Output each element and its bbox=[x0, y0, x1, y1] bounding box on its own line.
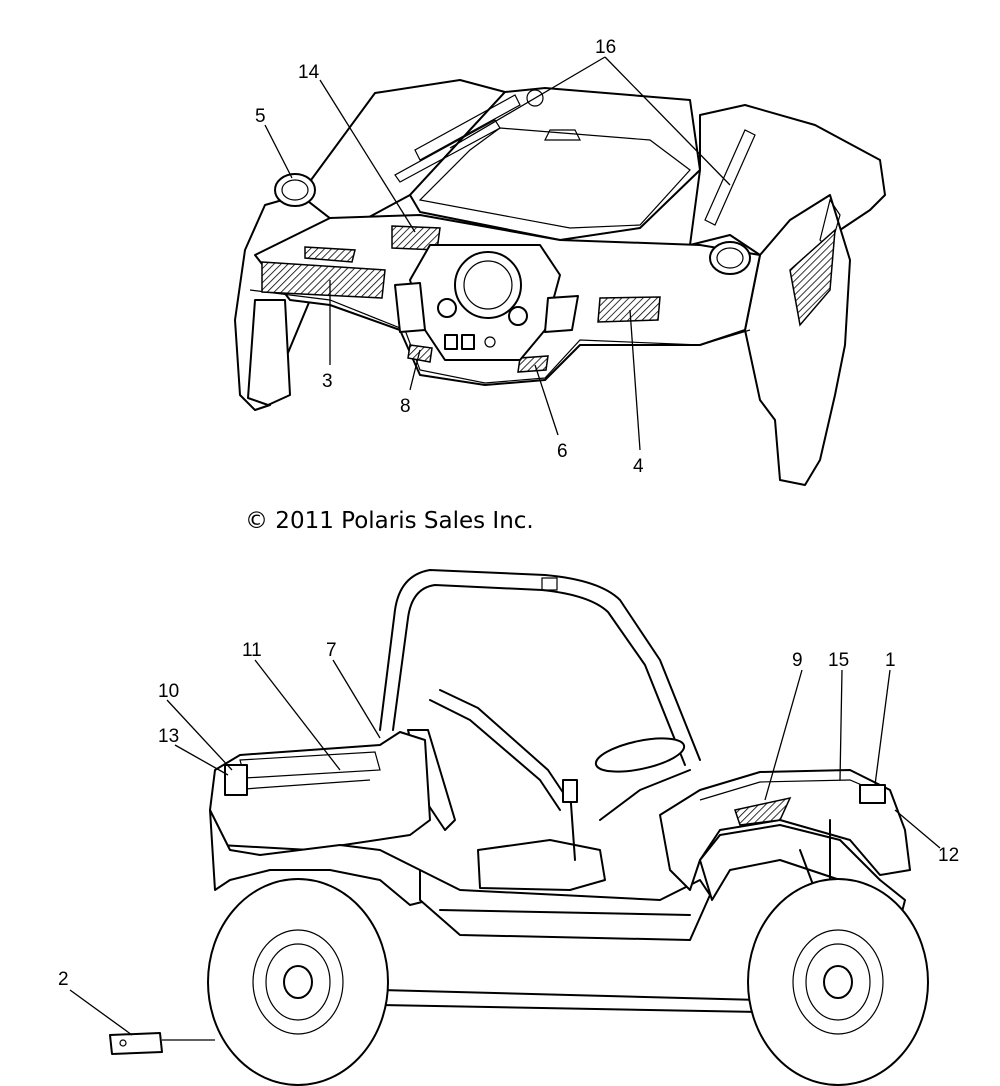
callout-3: 3 bbox=[322, 371, 333, 392]
callout-5: 5 bbox=[255, 106, 266, 127]
copyright-notice: © 2011 Polaris Sales Inc. bbox=[245, 508, 534, 534]
callout-16: 16 bbox=[595, 37, 616, 58]
callout-6: 6 bbox=[557, 441, 568, 462]
callout-7: 7 bbox=[326, 640, 337, 661]
callout-4: 4 bbox=[633, 456, 644, 477]
callout-12: 12 bbox=[938, 845, 959, 866]
callout-2: 2 bbox=[58, 969, 69, 990]
bottom-leader-lines bbox=[69, 659, 941, 1036]
vehicle-side-view bbox=[109, 569, 929, 1086]
callout-15: 15 bbox=[828, 650, 849, 671]
callout-14: 14 bbox=[298, 62, 320, 83]
dash-hood-assembly bbox=[234, 79, 886, 486]
callout-8: 8 bbox=[400, 396, 411, 417]
callout-13: 13 bbox=[158, 726, 179, 747]
callout-10: 10 bbox=[158, 681, 179, 702]
callout-1: 1 bbox=[885, 650, 896, 671]
top-leader-lines bbox=[264, 56, 731, 451]
callout-9: 9 bbox=[792, 650, 803, 671]
callout-11: 11 bbox=[242, 640, 262, 661]
